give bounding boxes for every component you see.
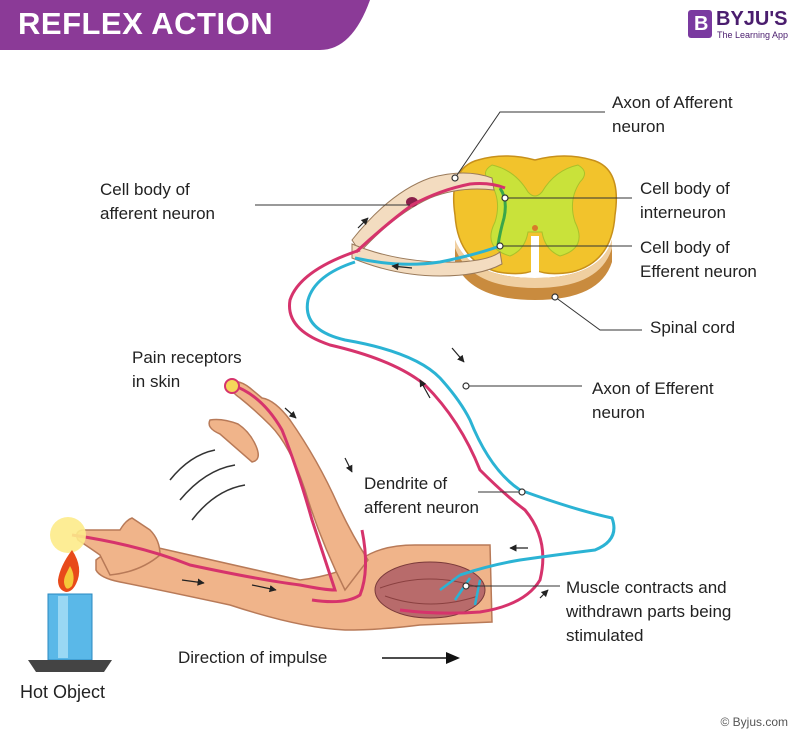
title-banner bbox=[0, 0, 370, 50]
label-cell-body-afferent: Cell body of afferent neuron bbox=[100, 180, 215, 223]
label-hot-object: Hot Object bbox=[20, 682, 106, 702]
pain-receptor-icon bbox=[224, 378, 240, 394]
leader-dots bbox=[451, 174, 559, 590]
impulse-arrows bbox=[181, 217, 549, 599]
afferent-nerve bbox=[288, 248, 545, 615]
efferent-root-path bbox=[354, 244, 501, 266]
label-axon-efferent: Axon of Efferent neuron bbox=[592, 379, 714, 422]
efferent-nerve bbox=[305, 260, 616, 577]
page-title: REFLEX ACTION bbox=[18, 6, 274, 41]
leader-lines bbox=[255, 111, 642, 587]
label-axon-afferent: Axon of Afferent neuron bbox=[612, 93, 733, 136]
label-cell-body-interneuron: Cell body of interneuron bbox=[640, 179, 730, 222]
label-spinal-cord: Spinal cord bbox=[650, 318, 736, 337]
afferent-root-path bbox=[354, 182, 506, 254]
logo-mark: B bbox=[688, 10, 712, 38]
label-dendrite-afferent: Dendrite of afferent neuron bbox=[364, 474, 479, 517]
direction-arrowhead bbox=[446, 652, 460, 664]
candle-icon bbox=[28, 517, 112, 672]
logo-name: BYJU'S bbox=[716, 8, 788, 30]
logo-tagline: The Learning App bbox=[717, 30, 789, 40]
brand-logo: B BYJU'S The Learning App bbox=[688, 8, 798, 44]
efferent-terminals bbox=[439, 574, 482, 606]
label-direction-of-impulse: Direction of impulse bbox=[178, 648, 328, 667]
afferent-forearm-path bbox=[311, 529, 368, 604]
label-muscle: Muscle contracts and withdrawn parts bei… bbox=[566, 578, 732, 645]
copyright-credit: © Byjus.com bbox=[720, 715, 788, 729]
label-pain-receptors: Pain receptors in skin bbox=[132, 348, 242, 391]
label-cell-body-efferent: Cell body of Efferent neuron bbox=[640, 238, 757, 281]
afferent-arm-path bbox=[71, 383, 338, 592]
